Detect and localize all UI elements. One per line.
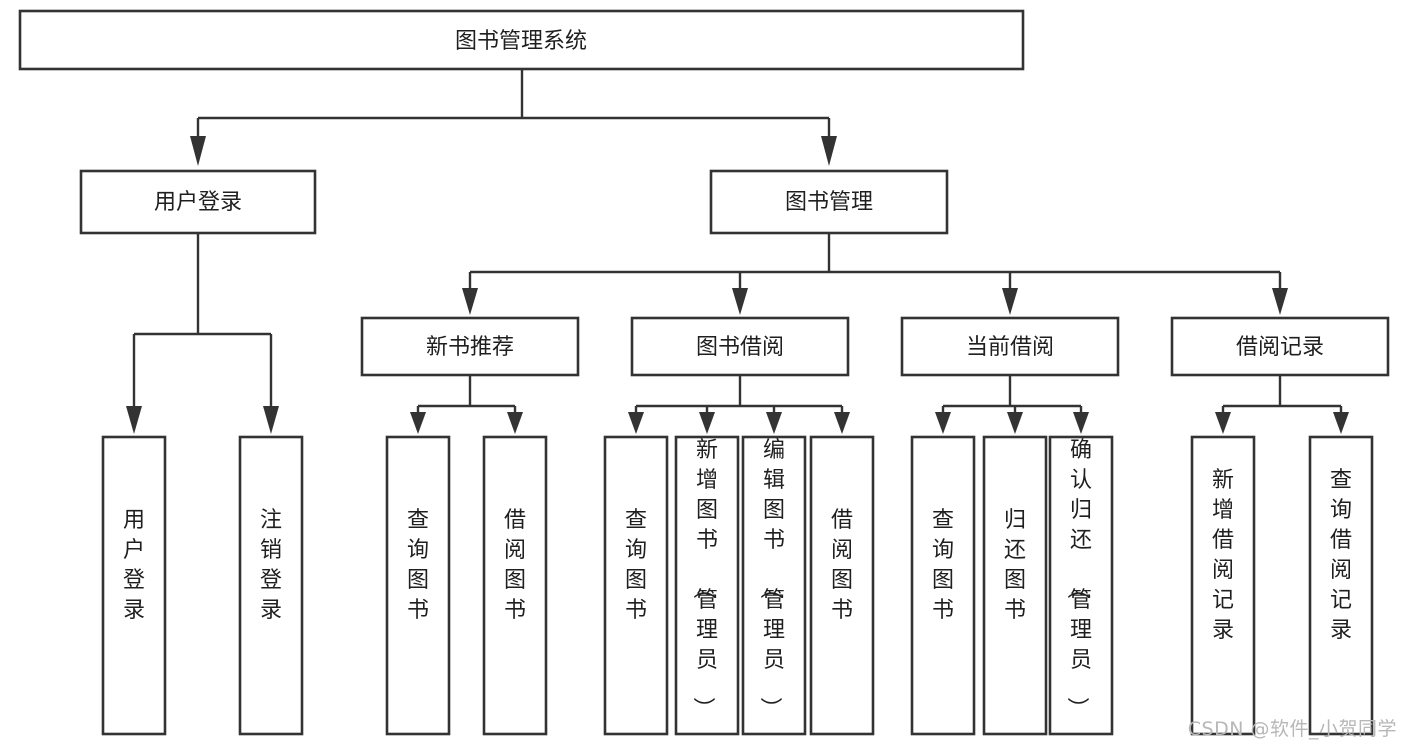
node-borrow-records[interactable]: 借阅记录 (1170, 316, 1390, 377)
arrowhead-user-login-to-logout (263, 406, 279, 434)
node-leaf-edit-book-label: 编辑图书（管理员） (757, 438, 785, 719)
node-leaf-query-book-1-box[interactable] (385, 435, 451, 736)
arrowhead-book-mgmt-to-records (1272, 288, 1288, 315)
node-leaf-query-book-2-box[interactable] (603, 435, 669, 736)
arrowhead-book-mgmt-to-current (1002, 288, 1018, 315)
node-root-label: 图书管理系统 (455, 29, 587, 54)
arrowhead-records-to-query (1333, 412, 1349, 434)
node-leaf-borrow-book-2[interactable]: 借阅图书 (809, 435, 875, 736)
node-root-box[interactable] (18, 9, 1025, 71)
node-leaf-add-record[interactable]: 新增借阅记录 (1190, 435, 1256, 736)
arrowhead-borrow-to-add (699, 412, 715, 434)
node-leaf-query-book-3[interactable]: 查询图书 (910, 435, 976, 736)
node-leaf-borrow-book-1-label: 借阅图书 (504, 508, 526, 623)
node-leaf-add-book[interactable]: 新增图书（管理员） (674, 435, 740, 736)
arrowhead-root-to-book-mgmt (821, 136, 837, 166)
node-borrow-records-box[interactable] (1170, 316, 1390, 377)
arrowhead-book-mgmt-to-borrow (732, 288, 748, 315)
node-leaf-borrow-book-2-label: 借阅图书 (831, 508, 853, 623)
node-leaf-borrow-book-1[interactable]: 借阅图书 (482, 435, 548, 736)
node-book-mgmt-label: 图书管理 (785, 190, 873, 215)
node-new-books-label: 新书推荐 (426, 335, 514, 360)
arrowhead-borrow-to-borrowbook (834, 412, 850, 434)
node-leaf-query-record-label: 查询借阅记录 (1330, 468, 1352, 643)
node-leaf-add-book-box[interactable] (674, 435, 740, 736)
node-leaf-edit-book-box[interactable] (741, 435, 807, 736)
node-leaf-borrow-book-2-box[interactable] (809, 435, 875, 736)
node-root[interactable]: 图书管理系统 (18, 9, 1025, 71)
node-leaf-query-record[interactable]: 查询借阅记录 (1308, 435, 1374, 736)
connector-layer (126, 69, 1349, 434)
node-leaf-return-book-box[interactable] (982, 435, 1048, 736)
node-book-borrow-box[interactable] (630, 316, 850, 377)
arrowhead-current-to-confirm (1073, 412, 1089, 434)
node-current-borrow-label: 当前借阅 (966, 335, 1054, 360)
node-leaf-user-login[interactable]: 用户登录 (101, 435, 167, 736)
arrowhead-current-to-query (935, 412, 951, 434)
arrowhead-new-books-to-query (410, 412, 426, 434)
node-leaf-query-book-1-label: 查询图书 (407, 508, 429, 623)
node-leaf-user-login-label: 用户登录 (123, 508, 145, 623)
node-leaf-query-book-3-box[interactable] (910, 435, 976, 736)
node-new-books[interactable]: 新书推荐 (360, 316, 580, 377)
node-current-borrow[interactable]: 当前借阅 (900, 316, 1120, 377)
node-leaf-logout-label: 注销登录 (260, 508, 282, 623)
node-book-borrow-label: 图书借阅 (696, 335, 784, 360)
node-leaf-return-book[interactable]: 归还图书 (982, 435, 1048, 736)
node-leaf-query-book-3-label: 查询图书 (932, 508, 954, 623)
node-leaf-query-book-2[interactable]: 查询图书 (603, 435, 669, 736)
node-leaf-user-login-box[interactable] (101, 435, 167, 736)
arrowhead-records-to-add (1215, 412, 1231, 434)
arrowhead-new-books-to-borrow (507, 412, 523, 434)
arrowhead-current-to-return (1007, 412, 1023, 434)
node-book-mgmt[interactable]: 图书管理 (709, 169, 949, 235)
node-leaf-confirm-return[interactable]: 确认归还（管理员） (1048, 435, 1114, 736)
node-current-borrow-box[interactable] (900, 316, 1120, 377)
node-user-login-box[interactable] (79, 169, 317, 235)
node-leaf-add-record-box[interactable] (1190, 435, 1256, 736)
node-new-books-box[interactable] (360, 316, 580, 377)
node-book-borrow[interactable]: 图书借阅 (630, 316, 850, 377)
node-book-mgmt-box[interactable] (709, 169, 949, 235)
node-leaf-logout-box[interactable] (238, 435, 304, 736)
node-leaf-return-book-label: 归还图书 (1004, 508, 1026, 623)
node-leaf-confirm-return-box[interactable] (1048, 435, 1114, 736)
node-user-login[interactable]: 用户登录 (79, 169, 317, 235)
node-leaf-add-book-label: 新增图书（管理员） (690, 438, 718, 719)
arrowhead-borrow-to-query (628, 412, 644, 434)
node-leaf-logout[interactable]: 注销登录 (238, 435, 304, 736)
arrowhead-borrow-to-edit (766, 412, 782, 434)
node-leaf-borrow-book-1-box[interactable] (482, 435, 548, 736)
arrowhead-book-mgmt-to-new-books (462, 288, 478, 315)
node-leaf-query-book-2-label: 查询图书 (625, 508, 647, 623)
node-leaf-edit-book[interactable]: 编辑图书（管理员） (741, 435, 807, 736)
node-leaf-query-book-1[interactable]: 查询图书 (385, 435, 451, 736)
csdn-watermark: CSDN @软件_小贺同学 (1187, 718, 1397, 740)
node-user-login-label: 用户登录 (154, 190, 242, 215)
node-leaf-add-record-label: 新增借阅记录 (1212, 468, 1234, 643)
node-leaf-query-record-box[interactable] (1308, 435, 1374, 736)
arrowhead-user-login-to-login (126, 406, 142, 434)
arrowhead-root-to-user-login (190, 136, 206, 166)
node-borrow-records-label: 借阅记录 (1236, 335, 1324, 360)
node-leaf-confirm-return-label: 确认归还（管理员） (1064, 438, 1092, 719)
